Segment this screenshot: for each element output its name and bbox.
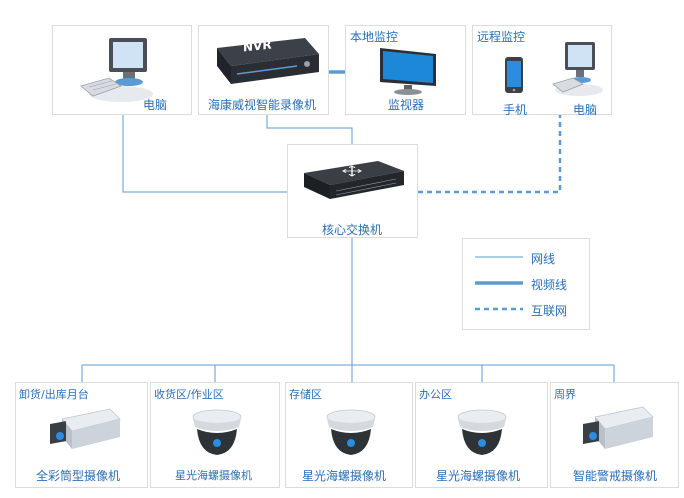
dome-camera-icon: [326, 409, 376, 455]
zone-title: 卸货/出库月台: [19, 388, 89, 401]
remote-monitoring-title: 远程监控: [477, 30, 526, 44]
pc-label: 电脑: [143, 98, 168, 112]
line-nvr-core: [266, 115, 353, 144]
nvr-box: NVR 海康威视智能录像机: [198, 25, 329, 115]
nvr-recorder-icon: [217, 38, 319, 84]
pc-box: 电脑: [52, 25, 192, 115]
zone-box-1: 卸货/出库月台 全彩筒型摄像机: [15, 382, 148, 488]
core-switch-box: 核心交换机: [287, 144, 418, 238]
bullet-camera-icon: [50, 408, 121, 449]
camera-label: 星光海螺摄像机: [302, 469, 387, 483]
core-switch-label: 核心交换机: [322, 223, 383, 237]
zone-title: 办公区: [419, 388, 452, 401]
zone-box-3: 存储区 星光海螺摄像机: [285, 382, 413, 488]
line-core-remote: [418, 115, 562, 194]
camera-label: 星光海螺摄像机: [175, 469, 252, 482]
dome-camera-icon: [192, 409, 242, 455]
zone-box-5: 周界 智能警戒摄像机: [550, 382, 679, 488]
legend-item-video-cable: 视频线: [531, 278, 568, 292]
desktop-computer-icon: [80, 38, 153, 102]
remote-pc-label: 电脑: [573, 103, 598, 117]
bullet-camera-icon: [583, 406, 654, 449]
phone-label: 手机: [503, 103, 528, 117]
remote-monitor-box: 远程监控 手机 电脑: [472, 25, 612, 117]
legend-item-network-cable: 网线: [531, 252, 556, 266]
zone-title: 周界: [554, 388, 576, 401]
zone-title: 收货区/作业区: [154, 388, 224, 401]
zone-box-4: 办公区 星光海螺摄像机: [415, 382, 548, 488]
line-pc-core: [122, 115, 287, 193]
monitor-icon: [380, 48, 436, 95]
mobile-phone-icon: [505, 57, 523, 93]
zone-box-2: 收货区/作业区 星光海螺摄像机: [150, 382, 280, 488]
local-monitoring-title: 本地监控: [350, 30, 399, 44]
nvr-label: 海康威视智能录像机: [208, 98, 317, 112]
monitor-label: 监视器: [388, 98, 425, 112]
nvr-badge: NVR: [243, 37, 272, 55]
remote-computer-icon: [552, 42, 603, 96]
dome-camera-icon: [457, 409, 507, 455]
camera-label: 全彩筒型摄像机: [36, 469, 121, 483]
local-monitor-box: 本地监控 监视器: [345, 25, 466, 115]
legend-item-internet: 互联网: [531, 304, 568, 318]
legend-swatches: [475, 256, 523, 311]
legend: 网线 视频线 互联网: [462, 238, 590, 330]
camera-label: 星光海螺摄像机: [436, 469, 521, 483]
zone-title: 存储区: [289, 388, 322, 401]
camera-label: 智能警戒摄像机: [573, 469, 658, 483]
network-switch-icon: [304, 161, 404, 199]
